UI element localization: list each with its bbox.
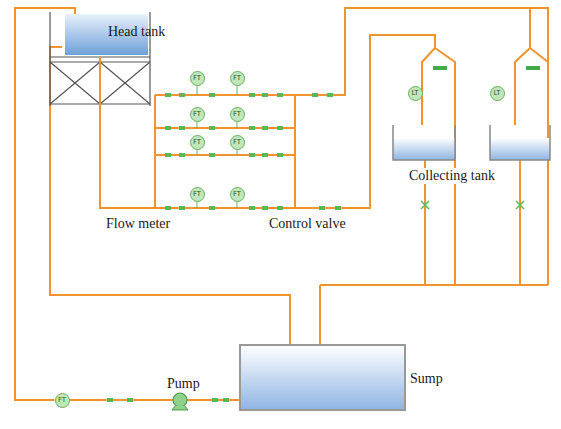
pipe-line bbox=[50, 47, 290, 345]
valve-mark bbox=[179, 93, 185, 97]
valve-mark bbox=[262, 153, 268, 157]
part-label: Flow meter bbox=[105, 216, 171, 232]
instrument-tag: FT bbox=[193, 110, 201, 118]
valve-mark bbox=[327, 93, 333, 97]
instrument-tag: FT bbox=[193, 190, 201, 198]
flow-transmitter: FT bbox=[190, 187, 205, 202]
flow-transmitter: FT bbox=[230, 135, 245, 150]
valve-mark bbox=[209, 126, 215, 130]
valve-mark bbox=[127, 398, 133, 402]
drain-valve bbox=[516, 201, 524, 209]
part-label: Collecting tank bbox=[408, 168, 496, 184]
valve-mark bbox=[165, 153, 171, 157]
valve-mark bbox=[209, 153, 215, 157]
valve-mark bbox=[209, 93, 215, 97]
flow-transmitter: FT bbox=[190, 107, 205, 122]
valve-mark bbox=[277, 153, 283, 157]
level-transmitter: LT bbox=[408, 86, 423, 101]
instrument-tag: FT bbox=[233, 190, 241, 198]
part-label: Pump bbox=[166, 376, 201, 392]
tank-label: Head tank bbox=[108, 24, 165, 40]
part-label: Control valve bbox=[268, 216, 347, 232]
flow-transmitter: FT bbox=[230, 187, 245, 202]
tank-water bbox=[393, 138, 455, 160]
sump: Sump bbox=[240, 345, 455, 410]
valve-mark bbox=[249, 206, 255, 210]
instrument-tag: LT bbox=[411, 89, 418, 97]
valve-mark bbox=[249, 153, 255, 157]
instrument-tag: FT bbox=[233, 74, 241, 82]
valve-mark bbox=[107, 398, 113, 402]
valve-mark bbox=[277, 206, 283, 210]
valve-mark bbox=[223, 398, 229, 402]
valve-mark bbox=[249, 93, 255, 97]
instrument-tag: FT bbox=[193, 74, 201, 82]
pipe-line bbox=[15, 8, 75, 400]
flow-transmitter: FT bbox=[230, 71, 245, 86]
valve-mark bbox=[262, 93, 268, 97]
valve-marks bbox=[107, 93, 524, 402]
instrument-tag: FT bbox=[233, 110, 241, 118]
valve-mark bbox=[179, 206, 185, 210]
valve-mark bbox=[165, 206, 171, 210]
valve-mark bbox=[179, 153, 185, 157]
tank-label: Sump bbox=[410, 371, 443, 387]
flow-transmitter: FT bbox=[55, 393, 70, 408]
instrument-tag: FT bbox=[193, 138, 201, 146]
instrument-tag: FT bbox=[233, 138, 241, 146]
sump-basin bbox=[240, 345, 405, 410]
valve-mark bbox=[319, 206, 325, 210]
valve-mark bbox=[312, 93, 318, 97]
level-indicator bbox=[433, 66, 540, 70]
valve-mark bbox=[212, 398, 218, 402]
valve-mark bbox=[262, 126, 268, 130]
valve-mark bbox=[277, 126, 283, 130]
valve-mark bbox=[165, 126, 171, 130]
valve-mark bbox=[262, 206, 268, 210]
flow-transmitter: FT bbox=[230, 107, 245, 122]
pump-base bbox=[172, 406, 188, 410]
head-tank: Head tank bbox=[62, 15, 182, 55]
flow-transmitter: FT bbox=[190, 71, 205, 86]
instrument-tag: LT bbox=[493, 89, 500, 97]
valve-mark bbox=[249, 126, 255, 130]
pipework bbox=[100, 8, 548, 345]
valve-mark bbox=[209, 206, 215, 210]
tank-water bbox=[490, 138, 550, 160]
valve-mark bbox=[165, 93, 171, 97]
valve-mark bbox=[277, 93, 283, 97]
valve-mark bbox=[179, 126, 185, 130]
pump-symbol bbox=[173, 393, 187, 407]
instrument-tag: FT bbox=[58, 396, 66, 404]
flow-transmitter: FT bbox=[190, 135, 205, 150]
level-transmitter: LT bbox=[490, 86, 505, 101]
collecting-tank-outline bbox=[393, 125, 550, 160]
drain-valve bbox=[421, 201, 429, 209]
valve-mark bbox=[335, 206, 341, 210]
